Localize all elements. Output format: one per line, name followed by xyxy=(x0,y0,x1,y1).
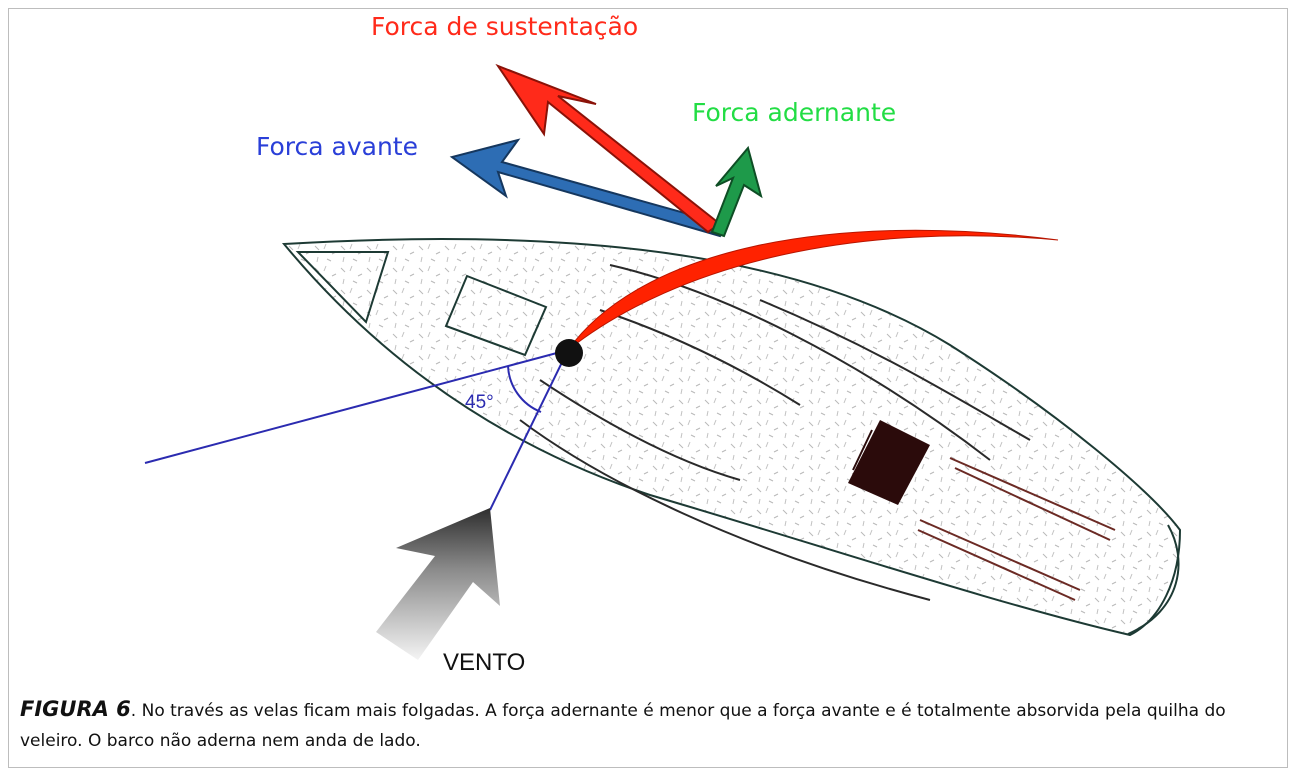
angle-label: 45° xyxy=(465,392,494,413)
cockpit xyxy=(848,420,930,505)
stern-transom xyxy=(1127,524,1180,635)
wind-label: VENTO xyxy=(443,649,526,676)
wind-arrow xyxy=(376,508,500,660)
figure-caption: FIGURA 6. No través as velas ficam mais … xyxy=(20,694,1285,756)
wind-line-down xyxy=(489,349,569,511)
sail xyxy=(567,229,1059,351)
lift-force-label: Forca de sustentação xyxy=(371,12,639,41)
angle-arc xyxy=(507,365,542,413)
stern-rails xyxy=(917,457,1116,601)
lift-force-arrow xyxy=(495,63,722,234)
wind-line-left xyxy=(144,349,569,464)
caption-text: . No través as velas ficam mais folgadas… xyxy=(20,701,1226,751)
deck-lines xyxy=(519,264,1031,601)
forward-hatch xyxy=(444,274,548,357)
bow-hatch xyxy=(295,251,390,324)
heeling-force-label: Forca adernante xyxy=(692,98,897,127)
mast xyxy=(555,339,583,367)
forward-force-arrow xyxy=(449,138,726,238)
figure-number: FIGURA 6 xyxy=(20,697,131,721)
heeling-force-arrow xyxy=(710,145,763,238)
forward-force-label: Forca avante xyxy=(256,132,418,161)
